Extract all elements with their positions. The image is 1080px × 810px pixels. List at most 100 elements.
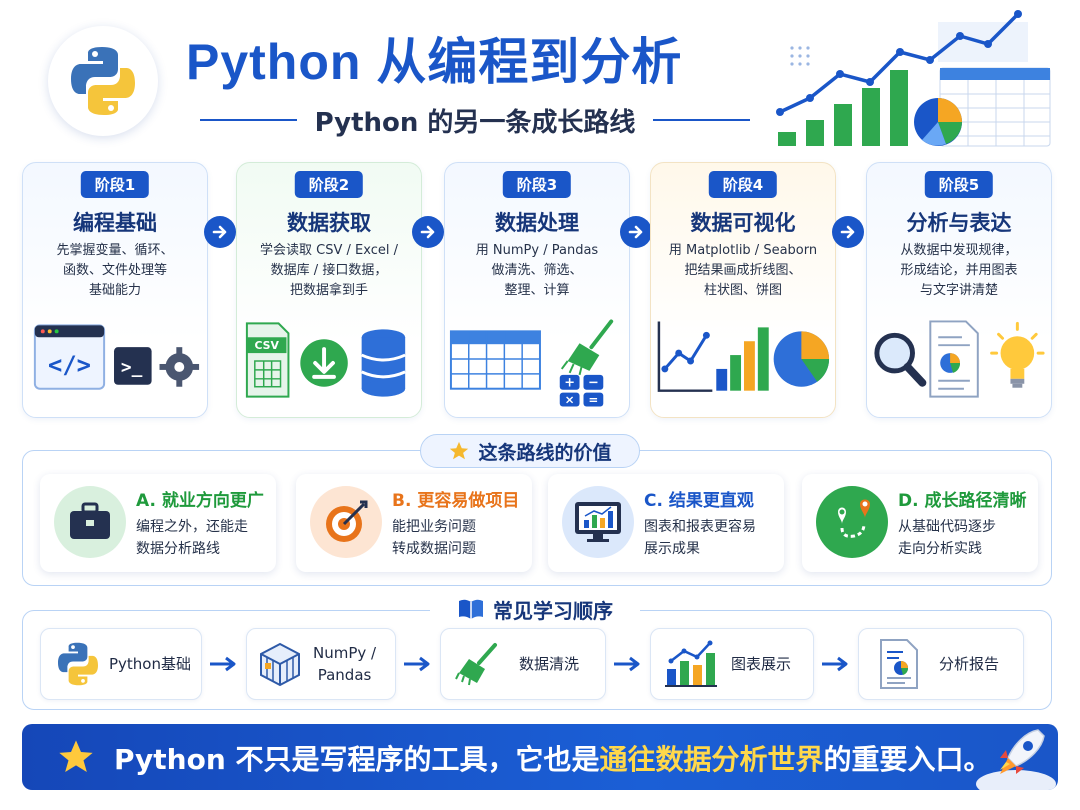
python-icon: [58, 642, 98, 686]
value-icon-bg: [54, 486, 126, 558]
step-label: 分析报告: [939, 655, 1000, 673]
value-section-heading: 这条路线的价值: [420, 434, 640, 468]
stage-icons: + − × =: [449, 319, 614, 407]
stage-desc-line: 数据库 / 接口数据，: [270, 263, 388, 278]
stage-badge: 阶段5: [924, 171, 994, 198]
stage-card-3: 阶段3 数据处理 用 NumPy / Pandas 做清洗、筛选、 整理、计算 …: [444, 162, 630, 418]
download-icon: [300, 339, 348, 387]
stage-desc: 用 Matplotlib / Seaborn 把结果画成折线图、 柱状图、饼图: [657, 241, 829, 301]
table-icon: [449, 330, 541, 390]
value-desc: 图表和报表更容易 展示成果: [644, 516, 756, 560]
svg-text:+: +: [564, 376, 575, 391]
step-label: 图表展示: [731, 655, 792, 673]
stage-badge: 阶段3: [502, 171, 572, 198]
svg-text:−: −: [588, 376, 599, 391]
value-card-c: C. 结果更直观 图表和报表更容易 展示成果: [548, 474, 784, 572]
svg-text:×: ×: [565, 393, 575, 407]
stage-desc-line: 用 Matplotlib / Seaborn: [668, 243, 818, 258]
learning-step-1: Python基础: [40, 628, 202, 700]
value-title: C. 结果更直观: [644, 491, 754, 511]
report-icon: [880, 639, 918, 689]
calculator-icon: + − × =: [559, 374, 604, 407]
monitor-chart-icon: [575, 502, 621, 542]
stage-desc-line: 函数、文件处理等: [62, 263, 167, 278]
arrow-right-icon: [832, 216, 864, 248]
learning-step-2: NumPy / Pandas: [246, 628, 396, 700]
code-window-icon: </>: [33, 324, 106, 390]
value-desc: 编程之外，还能走 数据分析路线: [136, 516, 248, 560]
stage-title: 分析与表达: [906, 211, 1012, 235]
value-desc-line: 能把业务问题: [392, 519, 476, 535]
stage-card-2: 阶段2 数据获取 学会读取 CSV / Excel / 数据库 / 接口数据， …: [236, 162, 422, 418]
stage-desc: 先掌握变量、循环、 函数、文件处理等 基础能力: [29, 241, 201, 301]
dot-grid-icon: [790, 46, 810, 66]
svg-text:</>: </>: [48, 351, 91, 379]
stage-icons: [874, 320, 1045, 398]
arrow-right-icon: [404, 656, 430, 672]
divider: [653, 119, 751, 121]
stage-desc-line: 做清洗、筛选、: [491, 263, 583, 278]
value-card-b: B. 更容易做项目 能把业务问题 转成数据问题: [296, 474, 532, 572]
divider: [200, 119, 297, 121]
stage-desc-line: 用 NumPy / Pandas: [475, 243, 599, 258]
banner-text-part: Python 不只是写程序的工具，它也是: [114, 743, 600, 776]
stage-desc-line: 把结果画成折线图、: [684, 263, 802, 278]
value-desc-line: 图表和报表更容易: [644, 519, 756, 535]
lightbulb-icon: [990, 321, 1045, 388]
value-desc: 能把业务问题 转成数据问题: [392, 516, 476, 560]
step-label: NumPy / Pandas: [313, 644, 377, 684]
stage-desc-line: 形成结论，并用图表: [900, 263, 1018, 278]
cube-icon: [260, 642, 300, 687]
stage-card-1: 阶段1 编程基础 先掌握变量、循环、 函数、文件处理等 基础能力 </> >_: [22, 162, 208, 418]
route-icon: [838, 499, 870, 538]
rocket-icon: [976, 729, 1056, 790]
value-icon-bg: [816, 486, 888, 558]
step-label: 数据清洗: [519, 655, 580, 673]
stage-desc-line: 把数据拿到手: [289, 283, 368, 298]
python-logo: [48, 26, 158, 136]
svg-text:CSV: CSV: [254, 339, 279, 352]
csv-file-icon: CSV: [245, 322, 290, 398]
value-card-a: A. 就业方向更广 编程之外，还能走 数据分析路线: [40, 474, 276, 572]
broom-icon: [560, 319, 614, 376]
learning-order-heading: 常见学习顺序: [430, 594, 640, 624]
value-icon-bg: [310, 486, 382, 558]
gear-icon: [159, 347, 200, 387]
stage-desc: 从数据中发现规律， 形成结论，并用图表 与文字讲清楚: [873, 241, 1045, 301]
stage-desc-line: 整理、计算: [504, 283, 570, 298]
subtitle-row: Python 的另一条成长路线: [200, 100, 751, 140]
step-label: Python基础: [109, 655, 191, 673]
value-title: A. 就业方向更广: [136, 491, 264, 511]
stage-icons: [657, 321, 830, 392]
value-card-d: D. 成长路径清晰 从基础代码逐步 走向分析实践: [802, 474, 1038, 572]
stage-desc: 用 NumPy / Pandas 做清洗、筛选、 整理、计算: [451, 241, 623, 301]
target-icon: [326, 500, 368, 542]
value-title: D. 成长路径清晰: [898, 491, 1027, 511]
stage-card-5: 阶段5 分析与表达 从数据中发现规律， 形成结论，并用图表 与文字讲清楚: [866, 162, 1052, 418]
stage-desc: 学会读取 CSV / Excel / 数据库 / 接口数据， 把数据拿到手: [243, 241, 415, 301]
value-title: B. 更容易做项目: [392, 491, 520, 511]
banner-highlight: 通往数据分析世界: [599, 743, 824, 776]
briefcase-icon: [70, 502, 110, 539]
arrow-right-icon: [822, 656, 848, 672]
bar-chart-icon: [716, 327, 769, 391]
stage-desc-line: 学会读取 CSV / Excel /: [260, 243, 398, 258]
magnifier-icon: [874, 332, 927, 387]
stage-title: 数据获取: [287, 211, 371, 235]
star-icon: [59, 740, 93, 772]
arrow-right-icon: [210, 656, 236, 672]
book-icon: [459, 599, 483, 619]
stage-icons: </> >_: [33, 324, 200, 390]
stage-badge: 阶段1: [80, 171, 150, 198]
value-icon-bg: [562, 486, 634, 558]
database-icon: [361, 329, 406, 397]
banner-text-part: 的重要入口。: [823, 743, 992, 776]
value-desc-line: 从基础代码逐步: [898, 519, 996, 535]
stage-desc-line: 与文字讲清楚: [919, 283, 998, 298]
value-desc-line: 编程之外，还能走: [136, 519, 248, 535]
arrow-right-icon: [204, 216, 236, 248]
pie-chart-icon: [914, 98, 962, 146]
banner-text: Python 不只是写程序的工具，它也是通往数据分析世界的重要入口。: [114, 738, 992, 778]
stage-title: 编程基础: [73, 211, 157, 235]
svg-text:>_: >_: [121, 357, 143, 378]
